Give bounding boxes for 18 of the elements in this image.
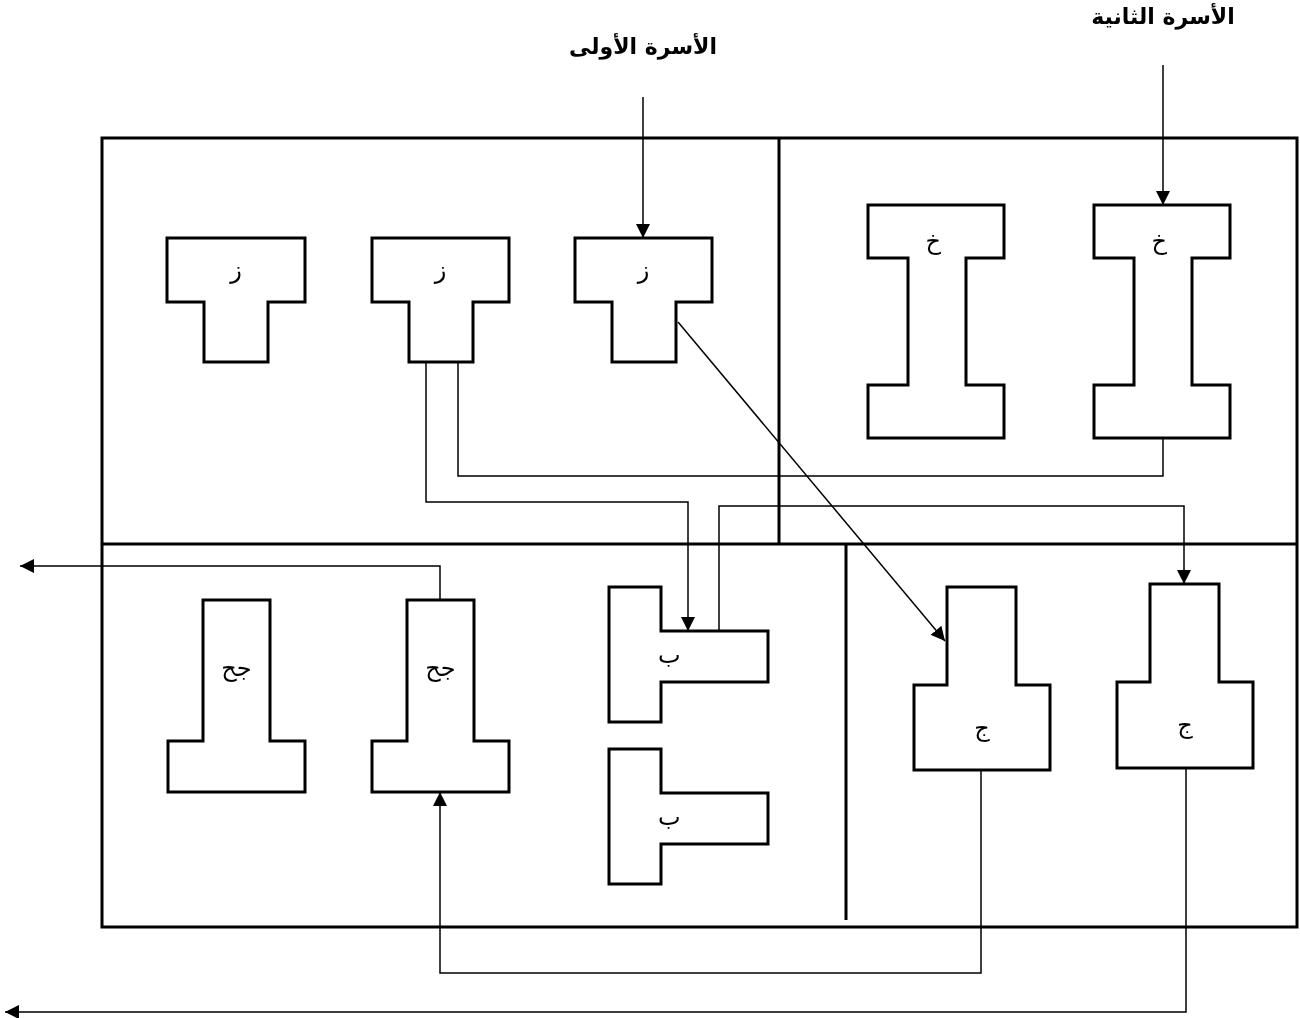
block-letter: ب <box>658 643 681 667</box>
block-letter: ج <box>974 716 990 740</box>
connector-arrow <box>718 505 1191 632</box>
block-letter: جح <box>221 656 252 680</box>
block-letter: جح <box>425 656 456 680</box>
connector-arrow <box>677 321 946 642</box>
block-letter: خ <box>925 229 941 253</box>
block-letter: ج <box>1177 713 1193 737</box>
connector-arrow <box>636 96 650 239</box>
family-label: الأسرة الأولى <box>569 32 717 62</box>
connector-arrow <box>1156 64 1170 206</box>
block-letter: ز <box>230 258 242 282</box>
block-letter: ب <box>658 805 681 829</box>
block-letter: ز <box>637 258 650 282</box>
connector-arrow <box>19 559 441 601</box>
block-letter: ز <box>434 258 447 282</box>
family-label: الأسرة الثانية <box>1091 2 1235 32</box>
block-letter: خ <box>1151 229 1167 253</box>
